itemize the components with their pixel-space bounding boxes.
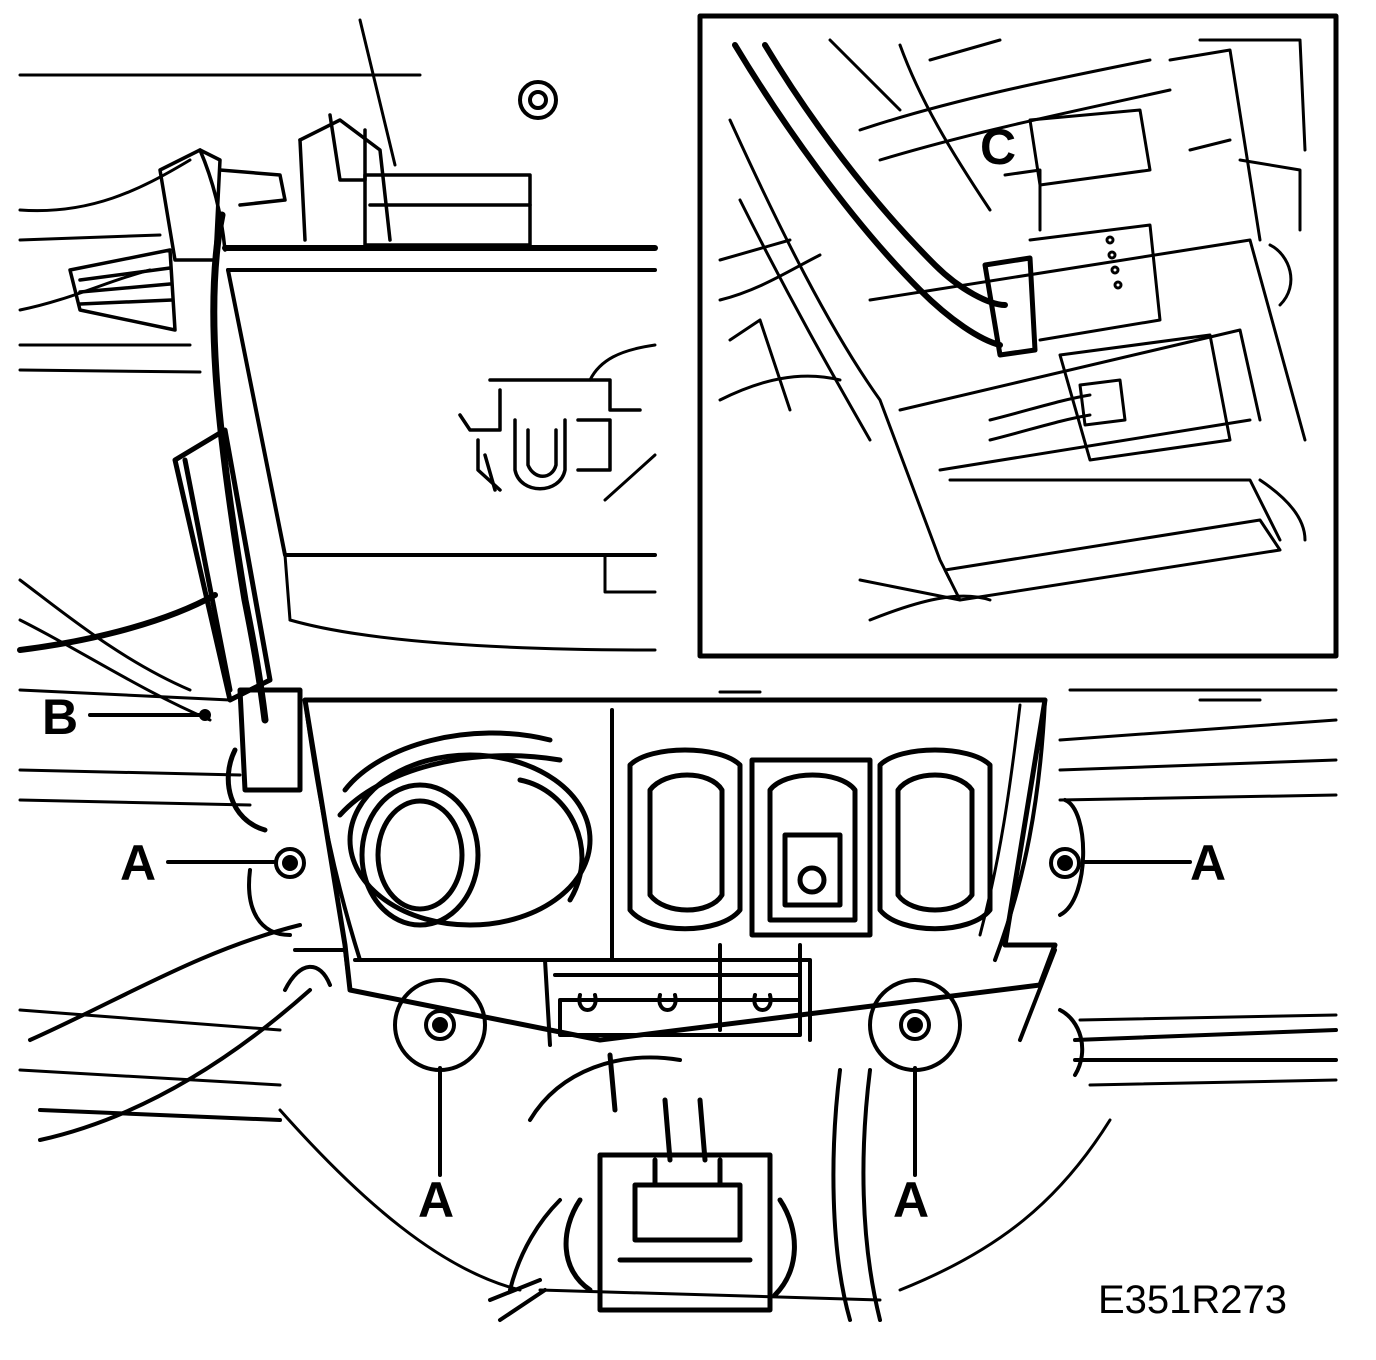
harness-left xyxy=(17,211,269,724)
harness-bottom xyxy=(28,923,1338,1322)
figure-code: E351R273 xyxy=(1098,1278,1288,1322)
callout-a-bottom-left: A xyxy=(418,1172,455,1228)
callout-a-bottom-right: A xyxy=(893,1172,930,1228)
callout-b: B xyxy=(42,689,79,745)
retaining-clip xyxy=(458,378,642,492)
bottom-connector xyxy=(563,1052,797,1313)
screw-bottom-right xyxy=(868,978,962,1072)
upper-module-housing xyxy=(222,245,658,652)
callout-a-right: A xyxy=(1190,835,1227,891)
rotary-knob xyxy=(337,730,593,928)
rocker-switches xyxy=(627,747,993,938)
callout-c: C xyxy=(980,119,1017,175)
grommet-top xyxy=(518,80,558,120)
lower-frame xyxy=(293,943,1057,1047)
screw-right xyxy=(1049,798,1086,917)
callout-a-left: A xyxy=(120,835,157,891)
side-bracket xyxy=(172,427,303,833)
inset-detail xyxy=(697,13,1339,659)
background-trim-lines xyxy=(18,18,1338,1302)
top-left-connector xyxy=(68,113,532,332)
screw-bottom-left xyxy=(393,978,487,1072)
